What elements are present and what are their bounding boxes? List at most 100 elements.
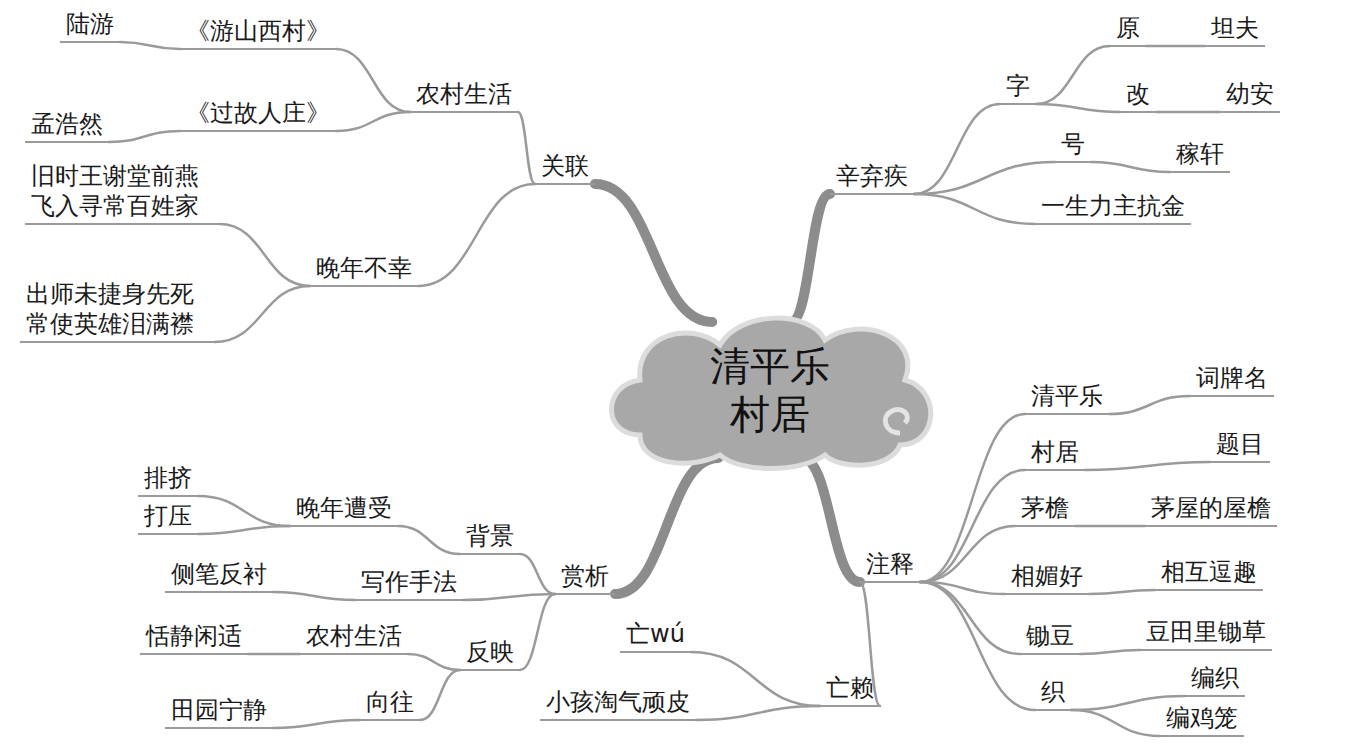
branch-topic: 小孩淘气顽皮	[540, 686, 696, 721]
sub-branch	[920, 582, 1020, 654]
sub-branch	[1085, 462, 1210, 470]
branch-topic: 亡wú	[620, 618, 691, 653]
sub-branch	[920, 470, 1025, 582]
topic-text: 出师未捷身先死 常使英雄泪满襟	[26, 279, 208, 339]
branch-topic: 相媚好	[1005, 560, 1089, 595]
sub-branch	[120, 42, 180, 49]
sub-branch	[336, 49, 410, 112]
branch-topic: 织	[1035, 676, 1071, 711]
branch-topic: 恬静闲适	[140, 620, 248, 655]
branch-topic: 打压	[138, 500, 198, 535]
topic-text: 题目	[1216, 429, 1264, 459]
branch-topic: 注释	[860, 548, 920, 583]
branch-topic: 向往	[360, 686, 420, 721]
branch-topic: 相互逗趣	[1155, 556, 1263, 591]
topic-text: 反映	[466, 637, 514, 667]
topic-text: 陆游	[66, 9, 114, 39]
sub-branch	[398, 526, 460, 554]
branch-topic: 稼轩	[1170, 138, 1230, 173]
sub-branch	[691, 652, 820, 706]
branch-topic: 关联	[535, 150, 595, 185]
branch-topic: 《游山西村》	[180, 15, 336, 50]
topic-text: 写作手法	[361, 567, 457, 597]
topic-text: 背景	[466, 521, 514, 551]
branch-topic: 农村生活	[300, 620, 408, 655]
sub-branch	[914, 104, 1000, 194]
sub-branch	[1109, 396, 1190, 414]
topic-text: 一生力主抗金	[1041, 191, 1185, 221]
topic-text: 关联	[541, 151, 589, 181]
topic-text: 豆田里锄草	[1146, 617, 1266, 647]
topic-text: 锄豆	[1026, 621, 1074, 651]
branch-topic: 词牌名	[1190, 362, 1274, 397]
branch-topic: 反映	[460, 636, 520, 671]
sub-branch	[408, 654, 460, 670]
sub-branch	[1036, 46, 1110, 104]
branch-topic: 晚年遭受	[290, 492, 398, 527]
sub-branch	[914, 194, 1035, 224]
central-cloud: 清平乐 村居	[600, 305, 940, 475]
branch-topic: 豆田里锄草	[1140, 616, 1272, 651]
sub-branch	[696, 706, 820, 720]
sub-branch	[1036, 104, 1120, 112]
topic-text: 打压	[144, 501, 192, 531]
topic-text: 农村生活	[306, 621, 402, 651]
topic-text: 坦夫	[1211, 13, 1259, 43]
topic-text: 幼安	[1226, 79, 1274, 109]
sub-branch	[520, 594, 555, 670]
topic-text: 相媚好	[1011, 561, 1083, 591]
branch-topic: 改	[1120, 78, 1156, 113]
sub-branch	[198, 496, 290, 526]
sub-branch	[336, 112, 410, 131]
topic-text: 孟浩然	[31, 109, 103, 139]
main-branch	[791, 194, 830, 322]
branch-topic: 茅檐	[1015, 492, 1075, 527]
branch-topic: 号	[1055, 128, 1091, 163]
sub-branch	[920, 526, 1015, 582]
topic-text: 清平乐	[1031, 381, 1103, 411]
sub-branch	[1071, 710, 1160, 736]
topic-text: 亡赖	[826, 673, 874, 703]
cloud-shape	[600, 305, 940, 475]
topic-text: 农村生活	[416, 79, 512, 109]
branch-topic: 字	[1000, 70, 1036, 105]
branch-topic: 赏析	[555, 560, 615, 595]
topic-text: 茅檐	[1021, 493, 1069, 523]
branch-topic: 原	[1110, 12, 1146, 47]
branch-topic: 辛弃疾	[830, 160, 914, 195]
sub-branch	[463, 594, 555, 600]
topic-text: 小孩淘气顽皮	[546, 687, 690, 717]
topic-text: 赏析	[561, 561, 609, 591]
topic-text: 词牌名	[1196, 363, 1268, 393]
main-branch	[595, 184, 712, 322]
sub-branch	[219, 224, 310, 286]
branch-topic: 锄豆	[1020, 620, 1080, 655]
branch-topic: 排挤	[138, 462, 198, 497]
topic-text: 旧时王谢堂前燕 飞入寻常百姓家	[31, 161, 213, 221]
branch-topic: 旧时王谢堂前燕 飞入寻常百姓家	[25, 160, 219, 225]
sub-branch	[1080, 650, 1140, 654]
sub-branch	[520, 554, 555, 594]
branch-topic: 农村生活	[410, 78, 518, 113]
branch-topic: 晚年不幸	[310, 252, 418, 287]
topic-text: 字	[1006, 71, 1030, 101]
branch-topic: 茅屋的屋檐	[1145, 492, 1277, 527]
topic-text: 排挤	[144, 463, 192, 493]
topic-text: 改	[1126, 79, 1150, 109]
sub-branch	[1156, 111, 1220, 114]
branch-topic: 陆游	[60, 8, 120, 43]
branch-topic: 村居	[1025, 436, 1085, 471]
topic-text: 号	[1061, 129, 1085, 159]
topic-text: 田园宁静	[171, 695, 267, 725]
sub-branch	[914, 162, 1055, 194]
topic-text: 辛弃疾	[836, 161, 908, 191]
sub-branch	[1146, 45, 1205, 48]
topic-text: 织	[1041, 677, 1065, 707]
main-branch	[802, 458, 860, 582]
sub-branch	[273, 720, 360, 728]
branch-topic: 清平乐	[1025, 380, 1109, 415]
topic-text: 《过故人庄》	[186, 98, 330, 128]
topic-text: 恬静闲适	[146, 621, 242, 651]
branch-topic: 坦夫	[1205, 12, 1265, 47]
branch-topic: 侧笔反衬	[165, 558, 273, 593]
